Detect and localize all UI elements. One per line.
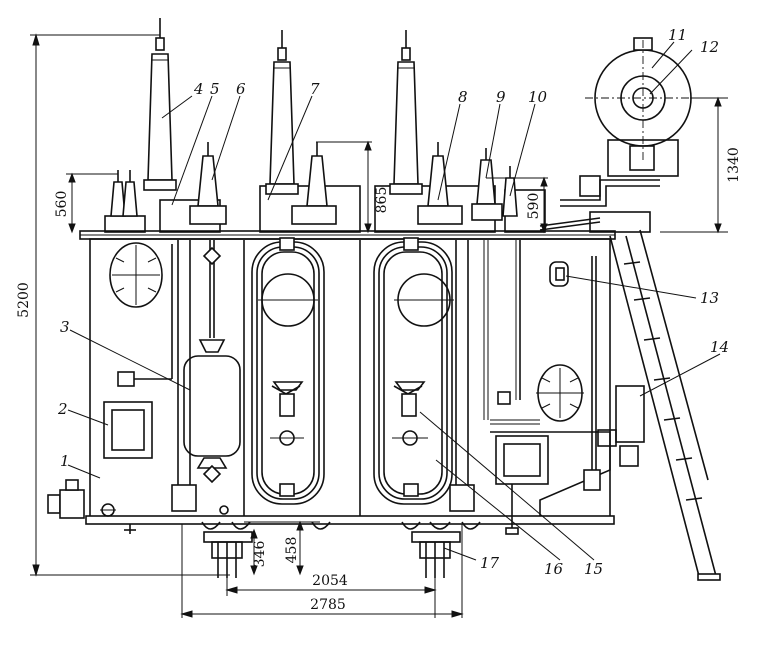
callout-labels: 1 2 3 4 5 6 7 8 9 10 11 12 13 14 15 16 1… [57,26,729,578]
radiator-left [251,237,325,505]
dim-5200: 5200 [16,282,32,318]
dim-865: 865 [374,187,390,214]
hv-bushing-3 [389,30,423,195]
callout-8: 8 [458,88,468,106]
callout-10: 10 [528,88,548,106]
vertical-pipes [171,240,521,516]
callout-1: 1 [60,452,70,470]
callout-7: 7 [310,80,320,98]
oil-valve [47,479,116,519]
hv-bushing-1 [143,18,177,191]
bottom-base [124,521,481,578]
dimension-lines [30,33,728,618]
callout-4: 4 [193,80,204,98]
callout-11: 11 [668,26,687,44]
radiator-right [373,237,454,505]
callout-3: 3 [60,318,70,336]
callout-12: 12 [700,38,719,56]
dim-590: 590 [526,193,542,220]
terminal-box-2 [103,244,173,459]
tank-body [79,230,616,525]
dim-346: 346 [252,541,268,568]
callout-6: 6 [236,80,246,98]
control-cabinet [490,391,549,535]
ladder [609,229,721,581]
dimension-labels: 5200 560 865 590 1340 346 458 2054 2785 [16,147,742,613]
dim-458: 458 [284,537,300,564]
hv-bushing-2 [265,30,299,195]
gas-relay-pipe [539,217,601,231]
dim-2054: 2054 [312,573,348,589]
callout-13: 13 [700,289,719,307]
left-inspection-window [109,242,163,308]
pressure-device-14 [583,256,645,491]
callout-17: 17 [480,554,500,572]
lv-bushings [110,142,518,225]
callout-16: 16 [544,560,564,578]
callout-2: 2 [57,400,68,418]
leader-lines [67,41,721,561]
callout-15: 15 [584,560,603,578]
capsule-3 [183,240,241,515]
callout-14: 14 [710,338,729,356]
conservator [560,37,705,233]
right-inspection-window [536,364,584,422]
dim-560: 560 [54,191,70,218]
thermometer-13 [549,261,569,287]
callout-5: 5 [210,80,220,98]
dim-2785: 2785 [310,597,346,613]
callout-9: 9 [496,88,506,106]
dim-1340: 1340 [726,147,742,183]
